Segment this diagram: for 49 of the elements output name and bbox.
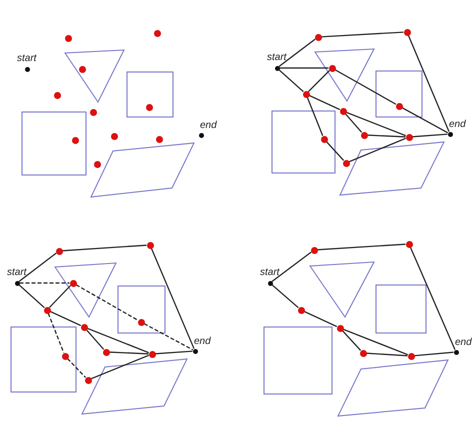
path-line (366, 352, 408, 356)
path-line (62, 244, 147, 252)
path-line (414, 352, 454, 356)
path-line (402, 107, 448, 134)
path-line (342, 330, 362, 351)
path-line (87, 328, 149, 354)
path-line (278, 69, 304, 92)
path-line (66, 358, 86, 378)
path-line (49, 285, 71, 308)
path-line (349, 138, 406, 162)
path-line (86, 329, 104, 350)
path-line (408, 35, 450, 132)
path-line (20, 282, 70, 284)
path-line (76, 284, 138, 321)
point-label: end (194, 336, 211, 347)
path-line (18, 284, 45, 308)
path-line (367, 134, 406, 138)
path-line (308, 70, 330, 92)
path-line (321, 32, 404, 38)
path-line (272, 252, 312, 282)
point-label: end (200, 120, 217, 131)
point-label: start (17, 53, 36, 64)
path-line (109, 352, 149, 354)
path-line (150, 248, 195, 349)
path-line (280, 67, 328, 69)
path-line (306, 97, 324, 136)
path-line (334, 69, 396, 105)
path-line (144, 323, 194, 350)
path-line (343, 328, 408, 356)
path-line (410, 246, 456, 350)
point-label: start (7, 267, 26, 278)
path-line (91, 354, 149, 380)
point-label: start (260, 267, 280, 278)
path-line (272, 284, 299, 308)
path-line (317, 244, 406, 250)
point-label: end (455, 337, 472, 348)
path-line (346, 112, 406, 136)
path-line (308, 94, 340, 110)
path-line (304, 310, 338, 328)
path-line (50, 310, 82, 326)
path-line (412, 134, 448, 138)
path-line (48, 313, 64, 353)
path-line (18, 252, 57, 282)
path-line (326, 141, 344, 161)
point-label: start (267, 52, 286, 63)
path-line (344, 113, 362, 133)
point-label: end (449, 119, 466, 130)
path-line (278, 38, 316, 67)
path-line (155, 350, 193, 354)
